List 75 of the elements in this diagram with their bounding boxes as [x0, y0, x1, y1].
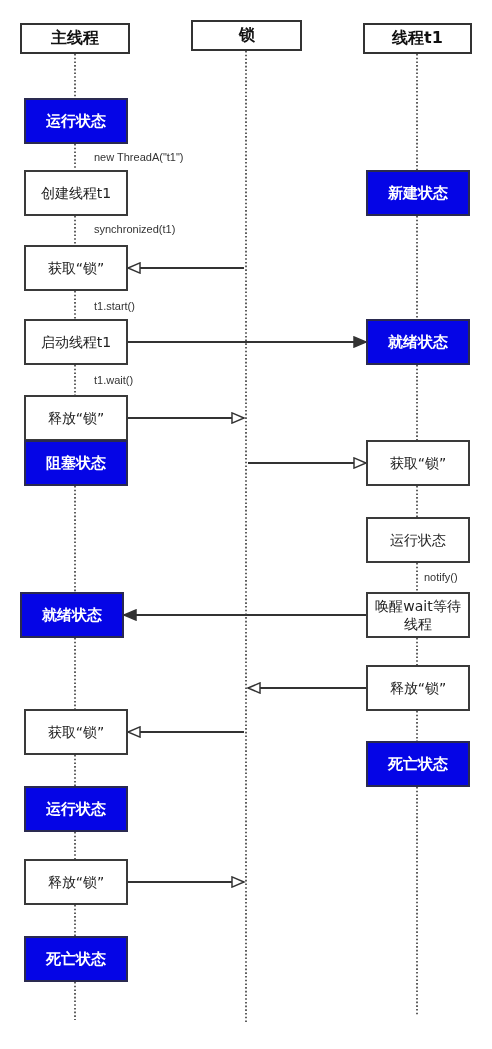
- method-call-label: synchronized(t1): [93, 223, 177, 236]
- process-box: [24, 170, 128, 216]
- lifeline: [74, 215, 76, 246]
- header-label: 线程t1: [392, 28, 443, 49]
- process-box: [24, 395, 128, 441]
- lifeline: [416, 710, 418, 742]
- method-call-label: t1.wait(): [93, 374, 135, 387]
- state-box: [24, 936, 128, 982]
- state-label: 死亡状态: [388, 754, 448, 774]
- lifeline-header: [363, 23, 472, 54]
- message-arrow: [247, 682, 367, 694]
- method-call-label: t1.start(): [93, 300, 136, 313]
- process-box: [24, 319, 128, 365]
- lifeline: [74, 637, 76, 710]
- lifeline: [74, 364, 76, 396]
- process-box: [24, 859, 128, 905]
- process-label: 运行状态: [390, 530, 446, 550]
- message-arrow: [247, 457, 367, 469]
- lifeline: [416, 53, 418, 171]
- lifeline: [416, 786, 418, 1017]
- process-label: 启动线程t1: [40, 332, 112, 352]
- lifeline: [416, 364, 418, 441]
- state-box: [24, 786, 128, 832]
- process-label: 释放“锁”: [389, 678, 447, 698]
- message-arrow: [127, 726, 245, 738]
- state-label: 就绪状态: [388, 332, 448, 352]
- lifeline: [74, 754, 76, 787]
- lifeline-header: [20, 23, 130, 54]
- process-box: [366, 517, 470, 563]
- lifeline: [416, 562, 418, 593]
- state-label: 就绪状态: [42, 605, 102, 625]
- lifeline: [74, 53, 76, 99]
- process-label: 释放“锁”: [47, 872, 105, 892]
- process-label: 获取“锁”: [47, 722, 105, 742]
- header-label: 主线程: [51, 28, 99, 49]
- state-box: [366, 741, 470, 787]
- lifeline: [74, 143, 76, 171]
- state-label: 新建状态: [388, 183, 448, 203]
- lifeline: [245, 50, 247, 1023]
- process-box: [24, 709, 128, 755]
- message-arrow: [127, 876, 245, 888]
- state-box: [24, 440, 128, 486]
- process-label: 创建线程t1: [40, 183, 112, 203]
- message-arrow: [127, 262, 245, 274]
- message-arrow: [123, 609, 367, 621]
- process-box: [366, 440, 470, 486]
- process-label: 释放“锁”: [47, 408, 105, 428]
- state-label: 阻塞状态: [46, 453, 106, 473]
- lifeline: [74, 904, 76, 937]
- message-arrow: [127, 412, 245, 424]
- message-arrow: [127, 336, 367, 348]
- lifeline-header: [191, 20, 302, 51]
- process-box: [366, 592, 470, 638]
- state-label: 运行状态: [46, 799, 106, 819]
- lifeline: [74, 485, 76, 593]
- state-box: [20, 592, 124, 638]
- process-label: 获取“锁”: [47, 258, 105, 278]
- state-label: 运行状态: [46, 111, 106, 131]
- lifeline: [74, 981, 76, 1021]
- lifeline: [74, 831, 76, 860]
- process-box: [366, 665, 470, 711]
- method-call-label: new ThreadA("t1"): [93, 151, 185, 164]
- process-box: [24, 245, 128, 291]
- process-label: 获取“锁”: [389, 453, 447, 473]
- state-label: 死亡状态: [46, 949, 106, 969]
- process-label: 唤醒wait等待线程: [374, 596, 462, 634]
- lifeline: [416, 637, 418, 666]
- lifeline: [74, 290, 76, 320]
- method-call-label: notify(): [423, 571, 459, 584]
- header-label: 锁: [238, 25, 255, 46]
- state-box: [366, 319, 470, 365]
- lifeline: [416, 485, 418, 518]
- lifeline: [416, 215, 418, 320]
- state-box: [24, 98, 128, 144]
- state-box: [366, 170, 470, 216]
